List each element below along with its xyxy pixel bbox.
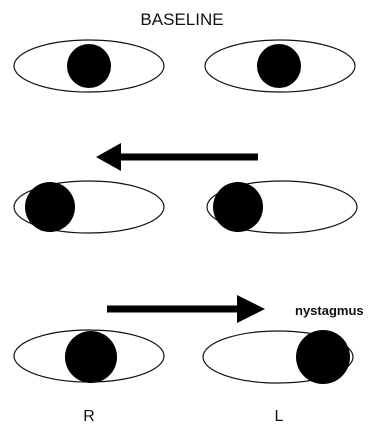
right-eye-label: R (83, 408, 95, 425)
nystagmus-row: nystagmus (14, 295, 364, 384)
left-pupil-nystagmus (296, 330, 350, 384)
diagram-title: BASELINE (140, 10, 223, 29)
gaze-left-row (14, 143, 357, 233)
left-eye-label: L (275, 408, 284, 425)
right-arrow-head (237, 295, 265, 323)
baseline-row (14, 40, 355, 92)
left-pupil-baseline (257, 44, 301, 88)
nystagmus-label: nystagmus (295, 303, 364, 318)
right-pupil-gaze-left (25, 182, 75, 232)
left-pupil-gaze-left (213, 182, 263, 232)
right-pupil-nystagmus (65, 331, 117, 383)
right-pupil-baseline (67, 44, 111, 88)
left-arrow-head (96, 143, 121, 171)
